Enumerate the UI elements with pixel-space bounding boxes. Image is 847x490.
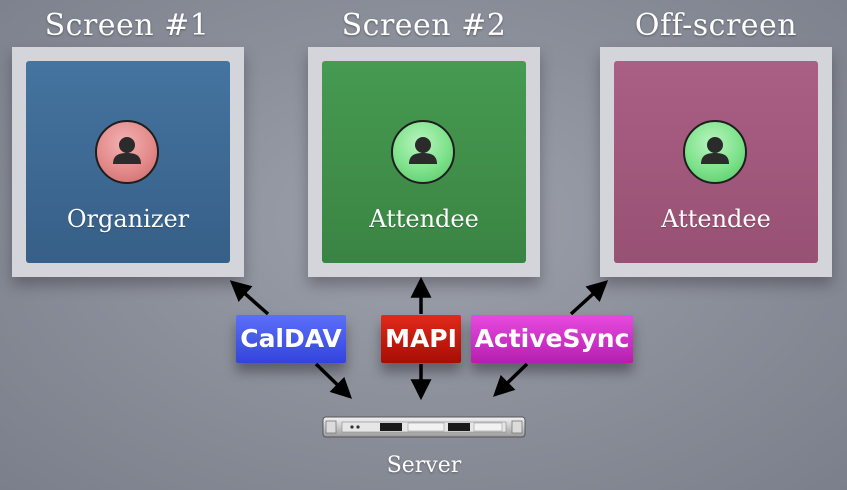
screen-frame-2: Attendee [308, 47, 540, 277]
role-label-attendee: Attendee [369, 205, 479, 233]
protocol-badge-mapi: MAPI [381, 315, 461, 363]
protocol-badge-caldav: CalDAV [236, 315, 346, 363]
person-silhouette-icon [113, 137, 141, 164]
protocol-badge-activesync: ActiveSync [471, 315, 633, 363]
arrow-offscreen-activesync [569, 280, 609, 316]
screen-panel-offscreen: Attendee [614, 61, 818, 263]
arrow-activesync-server [492, 362, 529, 397]
screen-title-1: Screen #1 [44, 8, 210, 43]
person-icon [95, 120, 159, 184]
screen-title-2: Screen #2 [341, 8, 507, 43]
person-icon [683, 120, 747, 184]
arrow-screen1-caldav [229, 280, 270, 316]
person-icon [391, 120, 455, 184]
server-rack-icon [322, 416, 526, 438]
role-label-attendee: Attendee [661, 205, 771, 233]
screen-frame-1: Organizer [12, 47, 244, 277]
person-silhouette-icon [701, 137, 729, 164]
screen-panel-2: Attendee [322, 61, 526, 263]
screen-title-offscreen: Off-screen [634, 8, 798, 43]
person-silhouette-icon [409, 137, 437, 164]
server-label: Server [386, 453, 462, 478]
arrow-caldav-server [314, 362, 353, 399]
screen-frame-offscreen: Attendee [600, 47, 832, 277]
role-label-organizer: Organizer [66, 205, 190, 233]
screen-panel-1: Organizer [26, 61, 230, 263]
